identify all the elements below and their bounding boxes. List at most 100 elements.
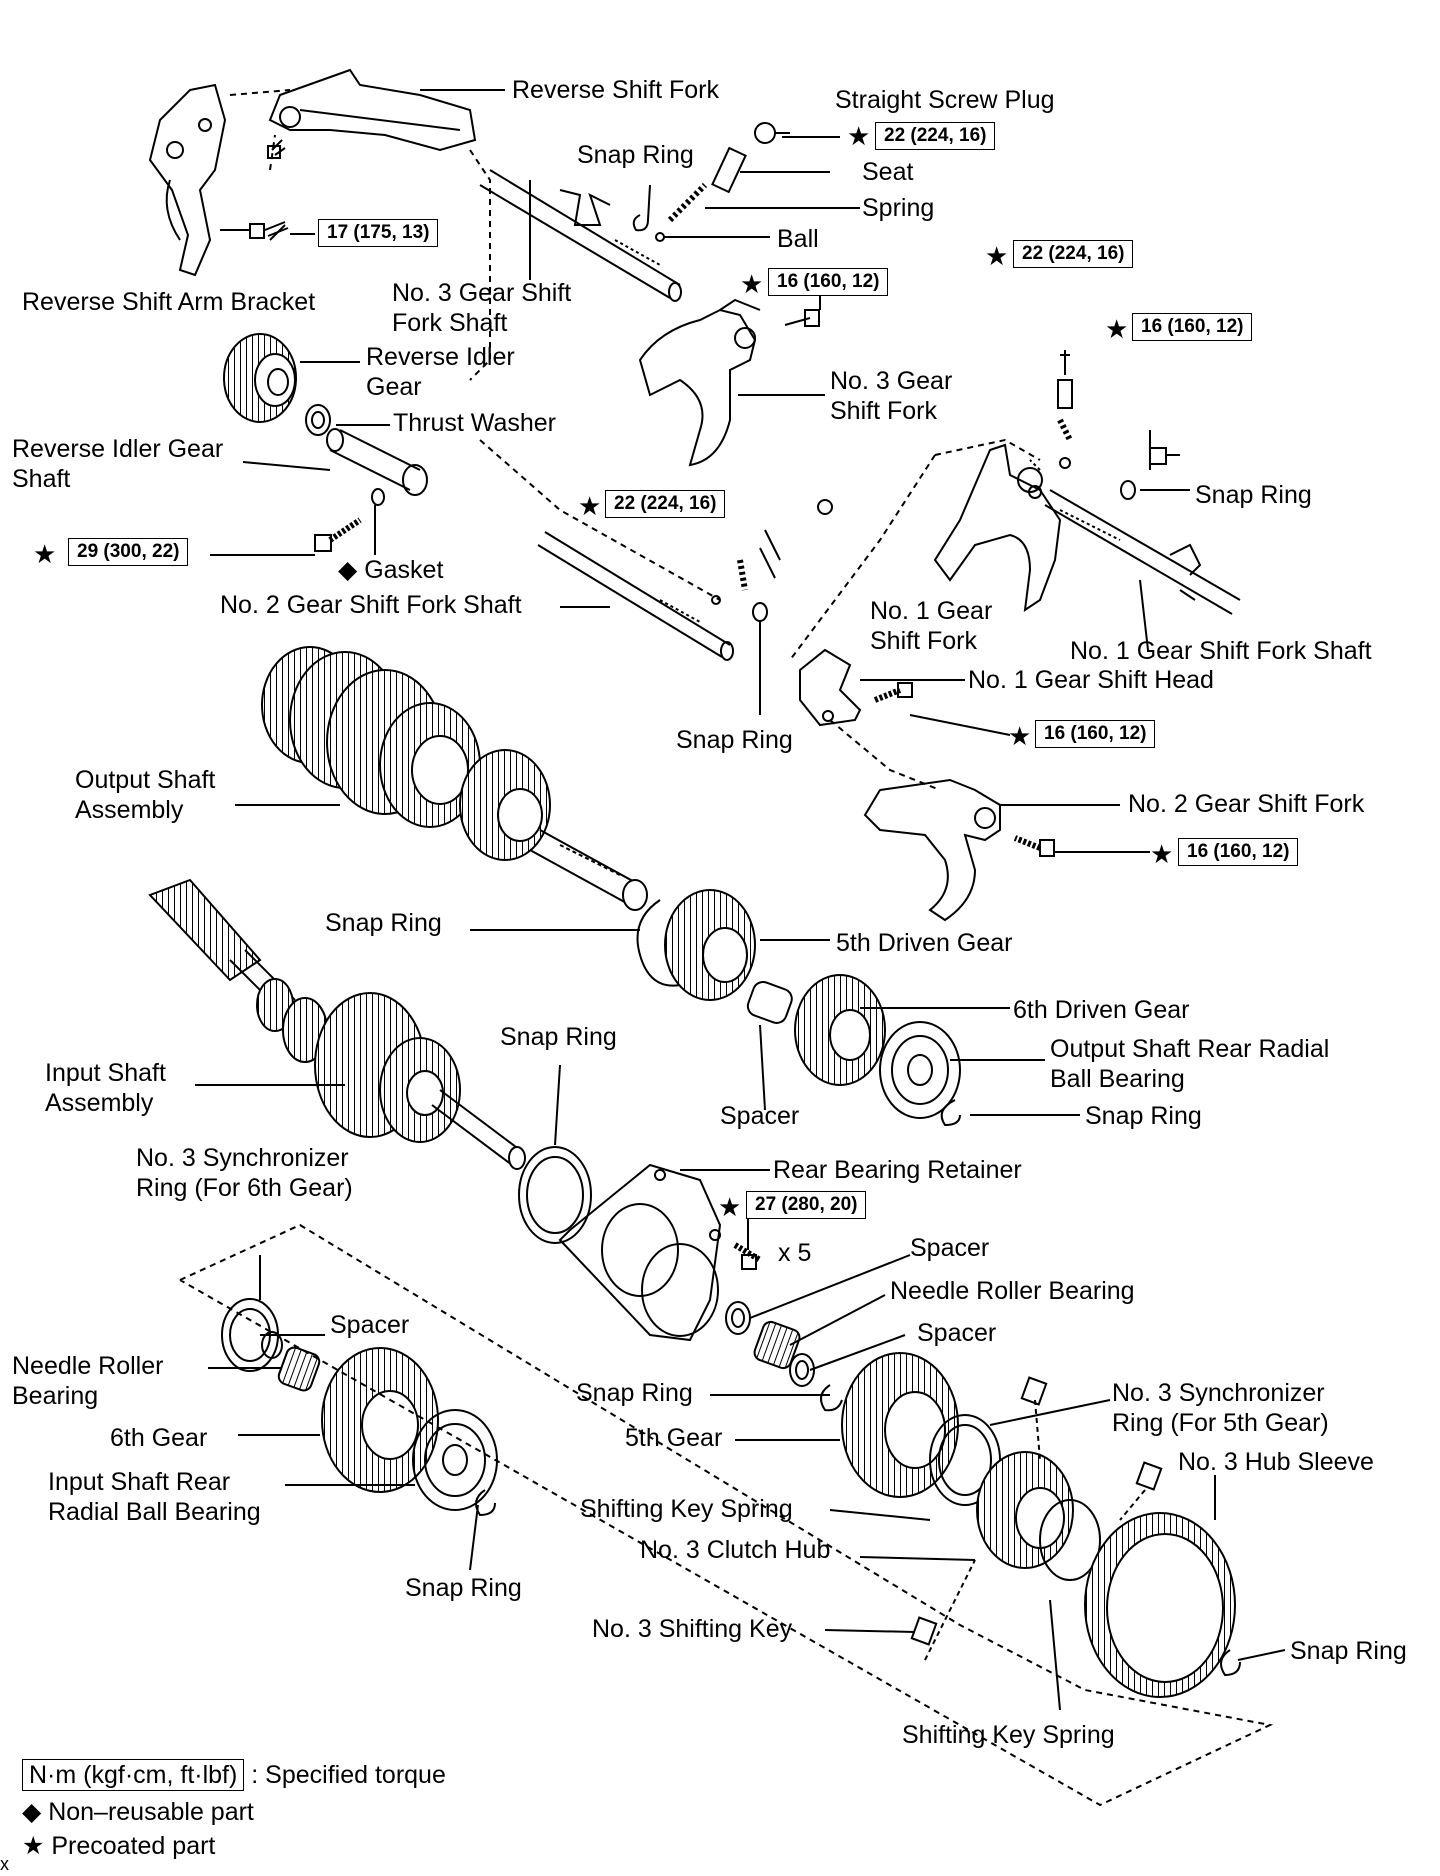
label-seat: Seat — [862, 158, 914, 186]
corner-mark: x — [0, 1854, 9, 1874]
label-shifting-key-spring-1: Shifting Key Spring — [580, 1495, 793, 1523]
fifth-driven-gear-part — [636, 889, 756, 1001]
label-no3-hub-sleeve: No. 3 Hub Sleeve — [1178, 1448, 1374, 1476]
label-fifth-driven-gear: 5th Driven Gear — [836, 929, 1013, 957]
sixth-gear-part — [321, 1347, 439, 1493]
shifting-key-a — [1020, 1376, 1048, 1406]
bolt-16-a — [784, 309, 820, 327]
needle-roller-6th — [277, 1346, 321, 1392]
diamond-icon: ◆ — [22, 1798, 42, 1826]
torque-box-right-plug: 22 (224, 16) — [1013, 240, 1134, 268]
label-snap-ring-7: Snap Ring — [576, 1379, 693, 1407]
label-snap-ring-9: Snap Ring — [1290, 1637, 1407, 1665]
label-no1-shift-head: No. 1 Gear Shift Head — [968, 666, 1214, 694]
bolt-16-d — [1013, 835, 1055, 857]
label-sixth-driven-gear: 6th Driven Gear — [1013, 996, 1190, 1024]
label-needle-6th-2: Bearing — [12, 1382, 99, 1410]
label-reverse-shift-fork: Reverse Shift Fork — [512, 76, 720, 104]
no2-fork-shaft-part — [537, 531, 734, 661]
no1-shift-head-part — [799, 648, 862, 727]
label-no3-fork-shaft-1: No. 3 Gear Shift — [392, 279, 572, 307]
reverse-idler-gear-part — [223, 333, 297, 423]
label-output-bearing-1: Output Shaft Rear Radial — [1050, 1035, 1330, 1063]
no3-clutch-hub-part — [976, 1451, 1074, 1569]
star-icon: ★ — [1105, 314, 1129, 344]
label-snap-ring-3: Snap Ring — [676, 726, 793, 754]
torque-box-plug: 22 (224, 16) — [875, 122, 996, 150]
label-gasket: ◆ Gasket — [338, 556, 444, 584]
label-snap-ring-1: Snap Ring — [577, 141, 694, 169]
torque-box-no2-plug: 22 (224, 16) — [605, 490, 726, 518]
label-no1-shift-fork-2: Shift Fork — [870, 627, 977, 655]
label-thrust-washer: Thrust Washer — [393, 409, 557, 437]
label-input-shaft-2: Assembly — [45, 1089, 154, 1117]
sixth-driven-gear-part — [794, 974, 886, 1086]
star-icon: ★ — [1008, 721, 1032, 751]
torque-box-no1-fork: 16 (160, 12) — [1132, 313, 1253, 341]
label-no1-shift-fork-1: No. 1 Gear — [870, 597, 993, 625]
torque-box-shift-head: 16 (160, 12) — [1035, 720, 1156, 748]
spacer-part — [746, 981, 793, 1024]
legend-nonreusable: ◆ Non–reusable part — [22, 1798, 254, 1826]
small-snap-ring — [940, 1099, 961, 1127]
label-straight-screw-plug: Straight Screw Plug — [835, 86, 1055, 114]
no1-shift-fork-part — [933, 443, 1062, 613]
no3-shift-fork-part — [638, 298, 761, 467]
torque-box-no2-fork: 16 (160, 12) — [1178, 838, 1299, 866]
no3-fork-shaft-part — [479, 169, 682, 302]
reverse-shift-arm-bracket-part — [148, 83, 227, 277]
output-rear-bearing-part — [879, 1021, 961, 1119]
no1-fork-shaft-part — [1044, 489, 1241, 615]
label-input-shaft-1: Input Shaft — [45, 1059, 166, 1087]
large-snap-ring-part — [518, 1146, 592, 1244]
label-shifting-key-spring-2: Shifting Key Spring — [902, 1721, 1115, 1749]
bolt-small-2 — [267, 145, 286, 159]
shifting-key-c — [910, 1616, 938, 1646]
star-icon: ★ — [33, 539, 57, 569]
label-no3-fork-shaft-2: Fork Shaft — [392, 309, 508, 337]
label-reverse-idler-gear-2: Gear — [366, 373, 422, 401]
idler-shaft-part — [326, 428, 428, 496]
legend-torque-desc: : Specified torque — [251, 1761, 446, 1789]
label-snap-ring-4: Snap Ring — [325, 909, 442, 937]
rear-bearing-retainer-part — [558, 1163, 722, 1342]
label-spacer-3: Spacer — [330, 1311, 410, 1339]
label-output-bearing-2: Ball Bearing — [1050, 1065, 1185, 1093]
torque-box-no3-fork: 16 (160, 12) — [768, 268, 889, 296]
label-snap-ring-2: Snap Ring — [1195, 481, 1312, 509]
label-no3-shift-fork-2: Shift Fork — [830, 397, 937, 425]
label-spring: Spring — [862, 194, 935, 222]
bolt-29 — [314, 517, 362, 552]
needle-roller-part — [753, 1320, 801, 1370]
label-x5: x 5 — [778, 1239, 812, 1267]
label-no1-fork-shaft: No. 1 Gear Shift Fork Shaft — [1070, 637, 1372, 665]
label-spacer-2: Spacer — [910, 1234, 990, 1262]
shifting-key-b — [1135, 1461, 1163, 1491]
star-icon: ★ — [718, 1192, 742, 1222]
bolt-16-b — [1149, 447, 1180, 465]
label-sixth-gear: 6th Gear — [110, 1424, 208, 1452]
reverse-shift-fork-part — [268, 68, 477, 152]
label-spacer-1: Spacer — [720, 1102, 800, 1130]
plug-part — [754, 122, 776, 144]
legend-precoated: ★ Precoated part — [22, 1832, 216, 1860]
gasket-part — [371, 488, 385, 506]
label-output-shaft-2: Assembly — [75, 796, 184, 824]
label-input-bearing-1: Input Shaft Rear — [48, 1468, 231, 1496]
label-no3-shift-fork-1: No. 3 Gear — [830, 367, 953, 395]
shifting-key-spring-part-a — [1039, 1499, 1101, 1581]
label-no3-shifting-key: No. 3 Shifting Key — [592, 1615, 793, 1643]
no3-hub-sleeve-part — [1084, 1512, 1236, 1698]
label-ball: Ball — [777, 225, 819, 253]
label-needle-roller-bearing: Needle Roller Bearing — [890, 1277, 1135, 1305]
label-idler-shaft-1: Reverse Idler Gear — [12, 435, 224, 463]
star-icon: ★ — [22, 1832, 45, 1860]
torque-box-bracket: 17 (175, 13) — [318, 219, 439, 247]
legend-torque-unit: N·m (kgf·cm, ft·lbf) — [22, 1759, 245, 1791]
input-shaft-assembly-part — [148, 878, 526, 1170]
bolt-27 — [733, 1242, 762, 1270]
label-needle-6th-1: Needle Roller — [12, 1352, 164, 1380]
label-fifth-gear: 5th Gear — [625, 1424, 723, 1452]
label-spacer-4: Spacer — [917, 1319, 997, 1347]
